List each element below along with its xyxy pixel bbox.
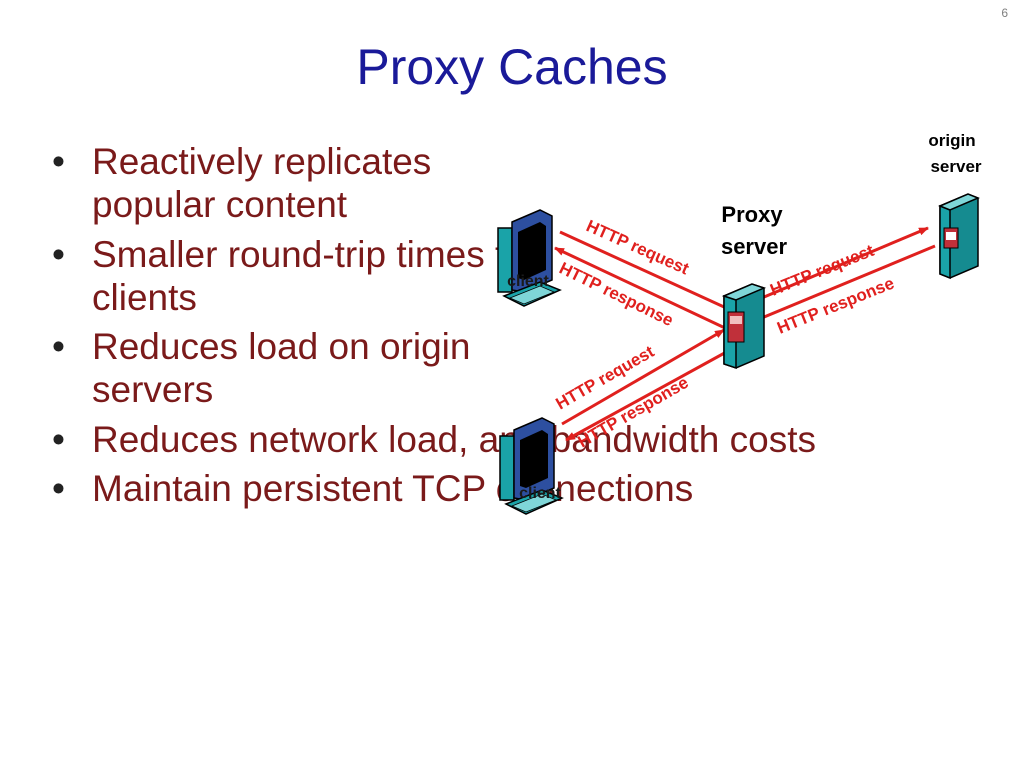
bullet-item: Maintain persistent TCP connections bbox=[52, 467, 816, 511]
slide-number: 6 bbox=[1001, 6, 1008, 20]
bullet-item: Reduces network load, and bandwidth cost… bbox=[52, 418, 816, 462]
bullet-item: Reduces load on origin servers bbox=[52, 325, 532, 412]
bullet-text: Smaller round-trip times to clients bbox=[92, 233, 526, 318]
server-tower-icon bbox=[938, 193, 980, 280]
origin-server-label: server bbox=[930, 157, 981, 176]
slide-title: Proxy Caches bbox=[356, 39, 668, 95]
bullet-item: Reactively replicates popular content bbox=[52, 140, 532, 227]
bullet-text: Maintain persistent TCP connections bbox=[92, 467, 694, 509]
bullet-item: Smaller round-trip times to clients bbox=[52, 233, 532, 320]
bullet-text: Reactively replicates popular content bbox=[92, 141, 432, 226]
bullet-text: Reduces network load, and bandwidth cost… bbox=[92, 418, 816, 460]
origin-server-label: origin bbox=[928, 131, 975, 150]
bullet-text: Reduces load on origin servers bbox=[92, 326, 471, 411]
bullet-list: Reactively replicates popular content Sm… bbox=[52, 140, 816, 516]
